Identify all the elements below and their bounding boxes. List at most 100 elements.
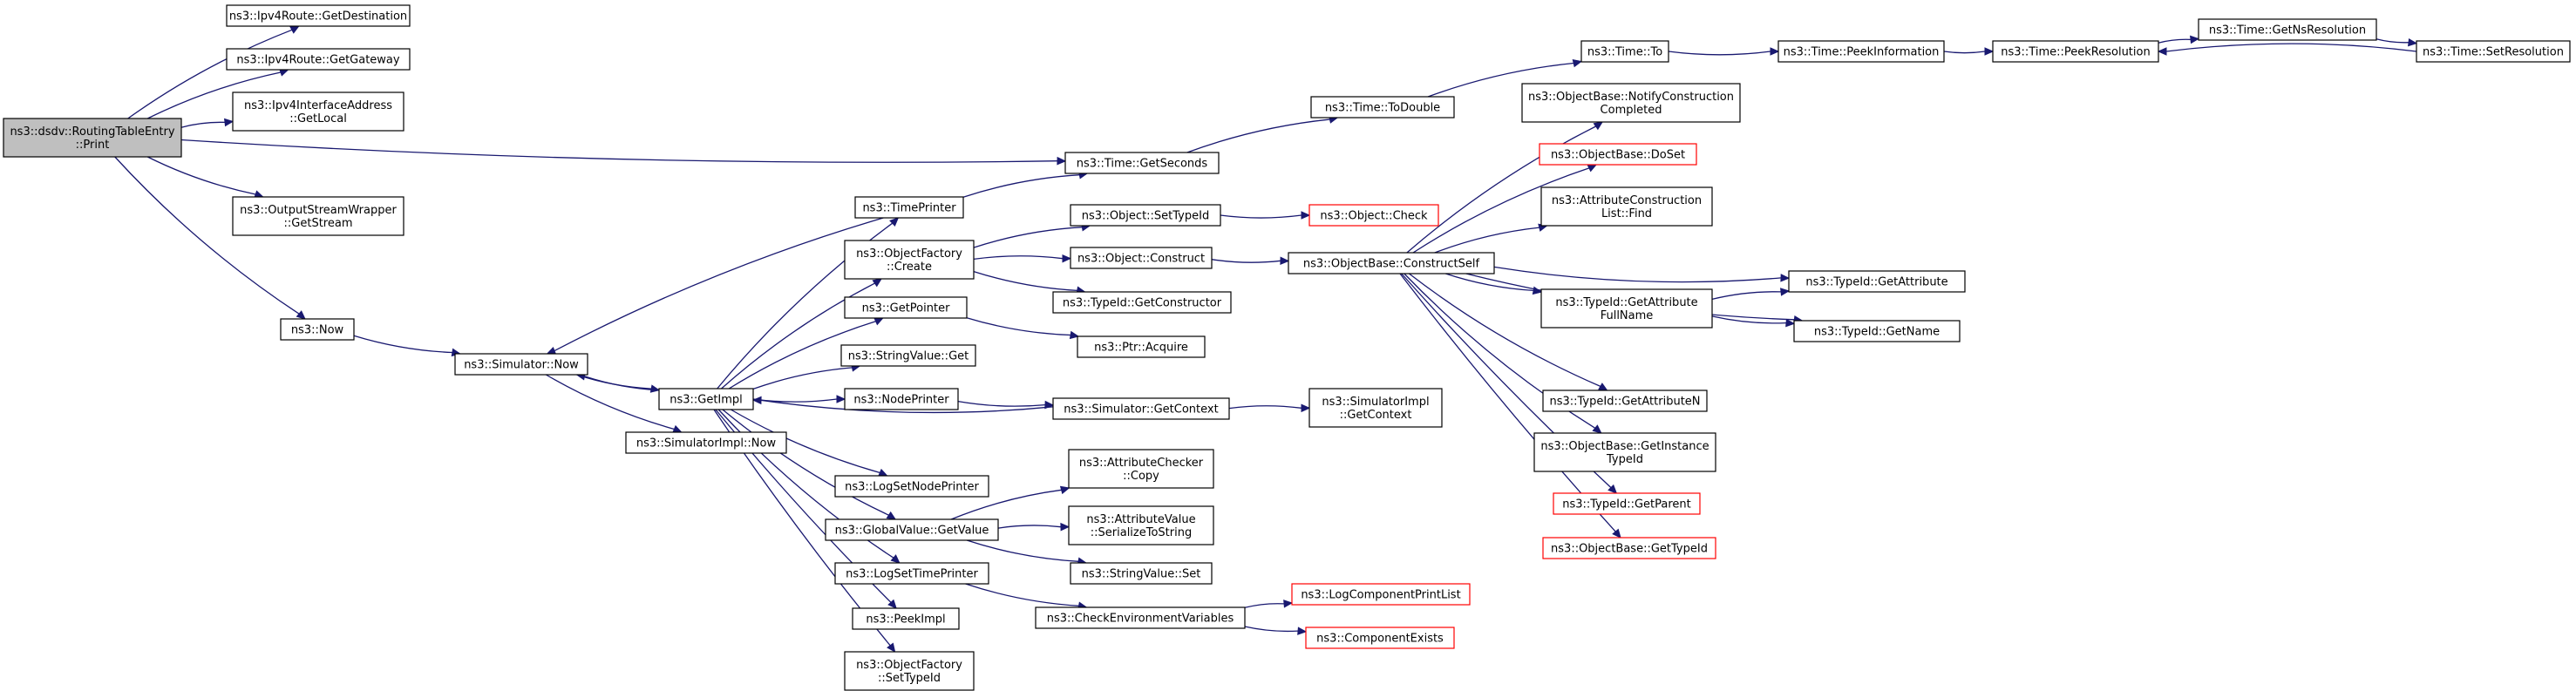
node-timeprinter[interactable]: ns3::TimePrinter bbox=[854, 196, 964, 219]
arrowhead-icon bbox=[546, 346, 557, 355]
node-tidgetattribute[interactable]: ns3::TypeId::GetAttribute bbox=[1788, 270, 1966, 293]
node-simgetcontext[interactable]: ns3::Simulator::GetContext bbox=[1052, 397, 1230, 420]
node-label: ns3::Object::Check bbox=[1320, 210, 1428, 223]
node-objcheck[interactable]: ns3::Object::Check bbox=[1308, 204, 1439, 227]
node-compexists[interactable]: ns3::ComponentExists bbox=[1305, 627, 1455, 649]
node-tidgetparent[interactable]: ns3::TypeId::GetParent bbox=[1553, 492, 1701, 515]
arrowhead-icon bbox=[1592, 424, 1602, 434]
node-simimplnow[interactable]: ns3::SimulatorImpl::Now bbox=[625, 431, 787, 454]
edge-constructself-to-tidgetattrfullname bbox=[1445, 273, 1543, 295]
node-logcompprintlist[interactable]: ns3::LogComponentPrintList bbox=[1291, 583, 1471, 606]
node-constructself[interactable]: ns3::ObjectBase::ConstructSelf bbox=[1288, 252, 1495, 274]
node-accopy[interactable]: ns3::AttributeChecker::Copy bbox=[1068, 449, 1214, 489]
node-peekimpl[interactable]: ns3::PeekImpl bbox=[852, 607, 960, 630]
node-peekinfo[interactable]: ns3::Time::PeekInformation bbox=[1777, 40, 1945, 63]
edge-root-to-getlocal bbox=[180, 118, 234, 128]
node-label: ns3::Time::GetSeconds bbox=[1077, 158, 1208, 171]
arrowhead-icon bbox=[1785, 318, 1796, 328]
node-getgw[interactable]: ns3::Ipv4Route::GetGateway bbox=[226, 48, 411, 71]
node-label: ns3::ObjectBase::ConstructSelf bbox=[1303, 258, 1480, 271]
node-objconstruct[interactable]: ns3::Object::Construct bbox=[1070, 247, 1213, 269]
node-doset[interactable]: ns3::ObjectBase::DoSet bbox=[1539, 143, 1697, 166]
node-box bbox=[658, 388, 754, 410]
node-timetodouble[interactable]: ns3::Time::ToDouble bbox=[1310, 96, 1455, 119]
node-box bbox=[232, 91, 404, 132]
node-getdest[interactable]: ns3::Ipv4Route::GetDestination bbox=[226, 4, 411, 27]
edge-ofcreate-to-tidgetconstructor bbox=[973, 270, 1086, 295]
arrowhead-icon bbox=[2408, 37, 2418, 47]
node-label: ns3::Time::GetNsResolution bbox=[2209, 24, 2366, 37]
node-avserialize[interactable]: ns3::AttributeValue::SerializeToString bbox=[1068, 505, 1214, 545]
node-box bbox=[625, 431, 787, 454]
node-svset[interactable]: ns3::StringValue::Set bbox=[1070, 562, 1213, 585]
node-label: ns3::TypeId::GetParent bbox=[1562, 498, 1691, 511]
arrowhead-icon bbox=[1069, 330, 1080, 340]
edge-line bbox=[353, 335, 452, 354]
arrowhead-icon bbox=[873, 317, 884, 326]
arrowhead-icon bbox=[878, 468, 888, 477]
node-setres[interactable]: ns3::Time::SetResolution bbox=[2416, 40, 2571, 63]
node-peekres[interactable]: ns3::Time::PeekResolution bbox=[1992, 40, 2159, 63]
edge-line bbox=[973, 227, 1083, 248]
node-box bbox=[854, 196, 964, 219]
arrowhead-icon bbox=[1593, 121, 1604, 131]
edge-simgetcontext-to-getimpl bbox=[751, 396, 1054, 414]
node-getstream[interactable]: ns3::OutputStreamWrapper::GetStream bbox=[232, 196, 404, 236]
edge-objconstruct-to-constructself bbox=[1211, 256, 1290, 266]
node-getnsres[interactable]: ns3::Time::GetNsResolution bbox=[2198, 18, 2377, 41]
node-gvgetvalue[interactable]: ns3::GlobalValue::GetValue bbox=[825, 518, 999, 541]
node-getimpl[interactable]: ns3::GetImpl bbox=[658, 388, 754, 410]
node-box bbox=[834, 475, 989, 498]
edge-setres-to-peekres bbox=[2157, 43, 2417, 56]
node-simnow[interactable]: ns3::Simulator::Now bbox=[454, 353, 588, 376]
edge-line bbox=[1220, 214, 1302, 219]
node-box bbox=[834, 562, 989, 585]
node-box bbox=[1788, 270, 1966, 293]
edge-gvgetvalue-to-accopy bbox=[950, 485, 1071, 520]
node-logsettimeprinter[interactable]: ns3::LogSetTimePrinter bbox=[834, 562, 989, 585]
node-obgettypeid[interactable]: ns3::ObjectBase::GetTypeId bbox=[1542, 537, 1716, 559]
edge-line bbox=[966, 317, 1071, 336]
node-label: ns3::StringValue::Set bbox=[1082, 568, 1201, 581]
node-objsettypeid[interactable]: ns3::Object::SetTypeId bbox=[1070, 204, 1221, 227]
node-timeto[interactable]: ns3::Time::To bbox=[1580, 40, 1669, 63]
node-ptracquire[interactable]: ns3::Ptr::Acquire bbox=[1077, 335, 1206, 358]
node-svget[interactable]: ns3::StringValue::Get bbox=[840, 344, 976, 367]
edge-peekres-to-getnsres bbox=[2158, 35, 2200, 44]
node-tidgetconstructor[interactable]: ns3::TypeId::GetConstructor bbox=[1052, 291, 1232, 314]
node-label: List::Find bbox=[1601, 207, 1652, 220]
edge-line bbox=[1244, 603, 1285, 608]
node-box bbox=[1070, 562, 1213, 585]
node-logsetnodeprinter[interactable]: ns3::LogSetNodePrinter bbox=[834, 475, 989, 498]
node-tidgetname[interactable]: ns3::TypeId::GetName bbox=[1793, 320, 1961, 342]
edge-nodeprinter-to-simgetcontext bbox=[957, 400, 1055, 410]
node-ofsettypeid[interactable]: ns3::ObjectFactory::SetTypeId bbox=[844, 651, 975, 691]
node-nodeprinter[interactable]: ns3::NodePrinter bbox=[844, 388, 959, 410]
node-label: Completed bbox=[1601, 104, 1662, 117]
node-label: ::SerializeToString bbox=[1091, 526, 1192, 539]
node-box bbox=[1542, 390, 1708, 412]
node-label: ::SetTypeId bbox=[878, 672, 941, 685]
node-label: ::GetStream bbox=[284, 217, 353, 230]
edge-line bbox=[1211, 259, 1281, 263]
node-label: ns3::Time::To bbox=[1587, 46, 1662, 59]
node-checkenv[interactable]: ns3::CheckEnvironmentVariables bbox=[1035, 606, 1246, 629]
edge-simgetcontext-to-simimplgetcontext bbox=[1228, 403, 1311, 413]
node-now[interactable]: ns3::Now bbox=[280, 318, 355, 341]
node-root[interactable]: ns3::dsdv::RoutingTableEntry::Print bbox=[3, 118, 182, 158]
edge-timeto-to-peekinfo bbox=[1668, 47, 1780, 56]
node-timegetseconds[interactable]: ns3::Time::GetSeconds bbox=[1064, 152, 1220, 174]
edge-line bbox=[730, 409, 880, 474]
edge-ofcreate-to-objsettypeid bbox=[973, 223, 1091, 248]
node-notifyconstruction[interactable]: ns3::ObjectBase::NotifyConstructionCompl… bbox=[1521, 83, 1741, 123]
node-getpointer[interactable]: ns3::GetPointer bbox=[844, 296, 968, 319]
node-simimplgetcontext[interactable]: ns3::SimulatorImpl::GetContext bbox=[1308, 388, 1443, 428]
node-ofcreate[interactable]: ns3::ObjectFactory::Create bbox=[844, 240, 975, 280]
node-tidgetattrn[interactable]: ns3::TypeId::GetAttributeN bbox=[1542, 390, 1708, 412]
edge-line bbox=[2165, 43, 2417, 52]
node-getlocal[interactable]: ns3::Ipv4InterfaceAddress::GetLocal bbox=[232, 91, 404, 132]
edge-getimpl-to-simnow bbox=[575, 372, 660, 391]
